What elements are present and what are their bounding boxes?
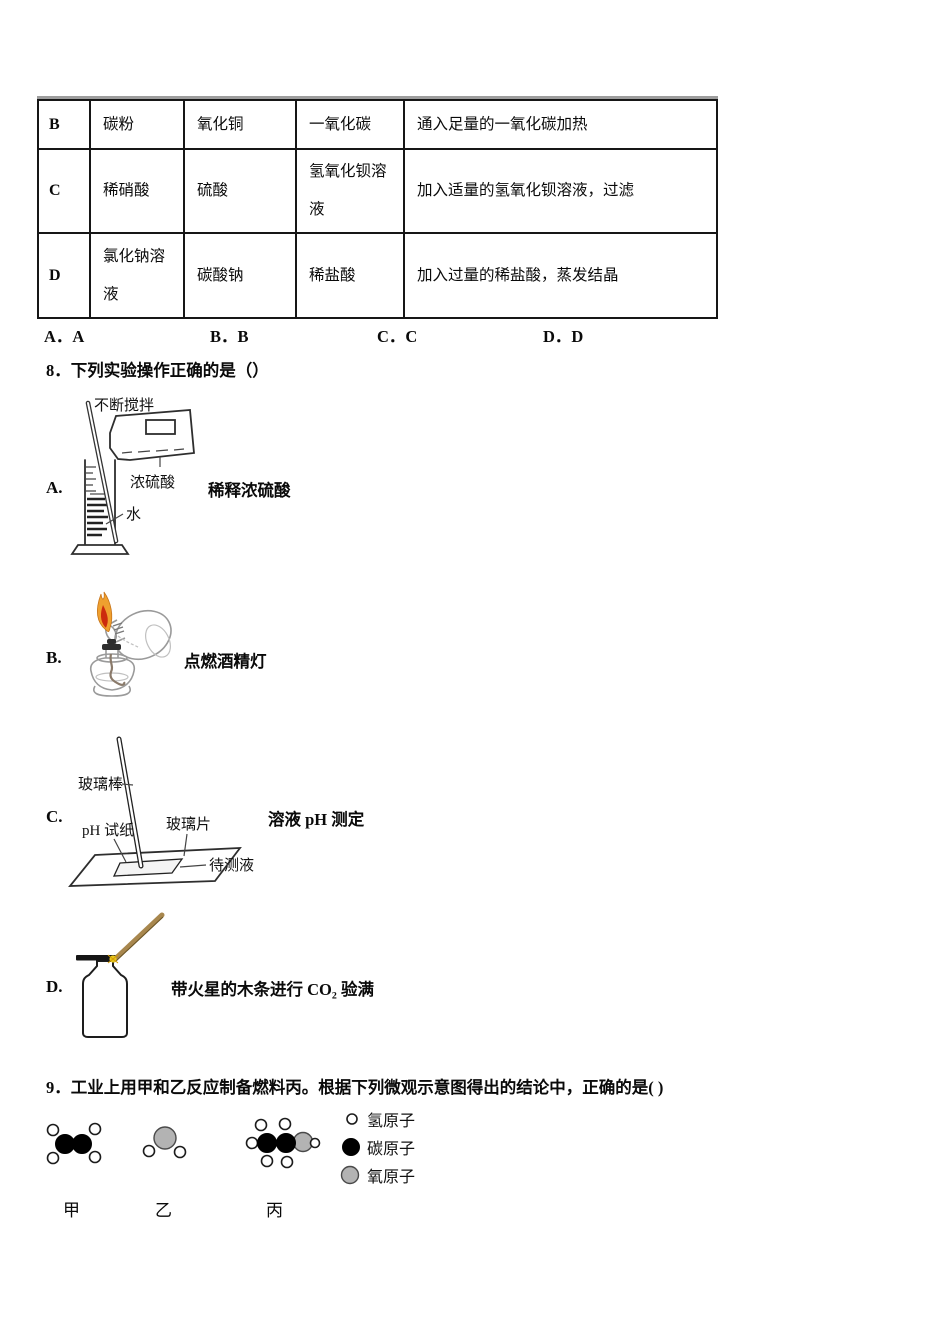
molecule-label-jia: 甲 [63,1201,80,1220]
q8c-caption: 溶液 pH 测定 [268,810,365,829]
table-cell: 氯化钠溶液 [89,232,185,319]
hydrogen-atom [254,1118,268,1132]
q8a-caption: 稀释浓硫酸 [208,481,291,500]
hydrogen-atom [88,1122,102,1136]
molecule-label-yi: 乙 [155,1201,172,1220]
table-cell: 一氧化碳 [295,99,405,150]
carbon-legend-icon [342,1138,360,1156]
q8d-caption: 带火星的木条进行 CO₂ 验满 [171,980,374,999]
table-cell: 稀盐酸 [295,232,405,319]
base-alcohol-lamp [89,639,136,697]
rod-label: 玻璃棒 [78,776,123,793]
ph-paper [112,858,184,877]
table-cell: 氢氧化钡溶液 [295,148,405,234]
glass-lid [76,955,116,961]
gas-bottle [82,960,128,1038]
oxygen-legend-icon [340,1165,360,1185]
q9-molecule-diagram: 氢原子 碳原子 氧原子 [46,1112,415,1186]
hydrogen-legend-label: 氢原子 [367,1112,415,1130]
flame-icon [96,591,113,633]
carbon-atom [72,1134,92,1154]
table-cell: 氧化铜 [183,99,297,150]
answer-option-b: B．B [210,327,249,346]
table-cell: 稀硝酸 [89,148,185,234]
lamp-cap [102,644,121,650]
table-row: B 碳粉 氧化铜 一氧化碳 通入足量的一氧化碳加热 [37,99,718,150]
q8c-ph-test-diagram: 玻璃棒 pH 试纸 玻璃片 待测液 [68,736,254,887]
table-row: D 氯化钠溶液 碳酸钠 稀盐酸 加入过量的稀盐酸，蒸发结晶 [37,232,718,319]
liquid-label: 待测液 [209,857,254,874]
answer-option-c: C．C [377,327,418,346]
table-cell: 加入过量的稀盐酸，蒸发结晶 [403,232,718,319]
glass-rod [116,736,144,869]
q8-option-b-label: B. [46,648,62,667]
q8b-caption: 点燃酒精灯 [184,652,267,671]
paper-label: pH 试纸 [82,822,134,839]
slide-leader-line [183,833,188,857]
q8-option-a-label: A. [46,478,63,497]
hydrogen-atom [280,1155,294,1169]
table-row: C 稀硝酸 硫酸 氢氧化钡溶液 加入适量的氢氧化钡溶液，过滤 [37,148,718,234]
question7-table: B 碳粉 氧化铜 一氧化碳 通入足量的一氧化碳加热 C 稀硝酸 硫酸 氢氧化钡溶… [37,99,718,319]
hydrogen-atom [245,1136,259,1150]
table-cell: 通入足量的一氧化碳加热 [403,99,718,150]
lamp-cap-knob [107,639,116,644]
hydrogen-atom [46,1123,60,1137]
acid-label: 浓硫酸 [130,474,175,491]
hydrogen-atom [142,1144,156,1158]
hydrogen-legend-icon [346,1113,358,1125]
pouring-vessel [109,409,195,467]
stir-label: 不断搅拌 [94,397,154,414]
molecule-bing [245,1117,321,1169]
table-cell: 碳粉 [89,99,185,150]
table-row-label: D [37,232,91,319]
carbon-atom [55,1134,75,1154]
oxygen-legend-label: 氧原子 [367,1168,415,1186]
water-label: 水 [126,506,141,523]
answer-option-d: D．D [543,327,584,346]
carbon-legend-label: 碳原子 [367,1140,415,1158]
hydrogen-atom [309,1137,321,1149]
carbon-atom [276,1133,296,1153]
oxygen-atom [153,1126,177,1150]
wooden-splint [111,912,165,963]
water-leader-line [105,513,124,525]
question9-title: 9．工业上用甲和乙反应制备燃料丙。根据下列微观示意图得出的结论中，正确的是( ) [46,1078,664,1097]
question8-title: 8．下列实验操作正确的是（） [46,361,269,380]
molecule-label-bing: 丙 [266,1201,283,1220]
q8b-alcohol-lamp-diagram [89,591,172,697]
table-row-label: B [37,99,91,150]
liquid-leader-line [179,864,207,868]
hydrogen-atom [260,1154,274,1168]
glowing-tip [107,954,119,964]
carbon-atom [257,1133,277,1153]
hydrogen-atom [46,1151,60,1165]
hydrogen-atom [173,1145,187,1159]
rod-leader-line [121,783,134,786]
slide-label: 玻璃片 [166,816,211,833]
hydrogen-atom [278,1117,292,1131]
table-row-label: C [37,148,91,234]
atom-legend: 氢原子 碳原子 氧原子 [340,1112,415,1186]
flame-inner [100,605,108,628]
molecule-jia [46,1122,102,1165]
table-cell: 碳酸钠 [183,232,297,319]
molecule-yi [142,1126,187,1159]
table-cell: 加入适量的氢氧化钡溶液，过滤 [403,148,718,234]
lamp-wick [109,653,126,686]
q8a-dilution-diagram: 不断搅拌 浓硫酸 水 [70,397,195,555]
table-cell: 硫酸 [183,148,297,234]
graduated-cylinder [70,459,130,555]
paper-leader-line [113,838,127,863]
q8-option-c-label: C. [46,807,63,826]
glass-rod [85,400,119,544]
q8-option-d-label: D. [46,977,63,996]
oxygen-atom [292,1131,314,1153]
hydrogen-atom [88,1150,102,1164]
answer-option-a: A．A [44,327,85,346]
q8d-co2-test-diagram [76,912,165,1038]
